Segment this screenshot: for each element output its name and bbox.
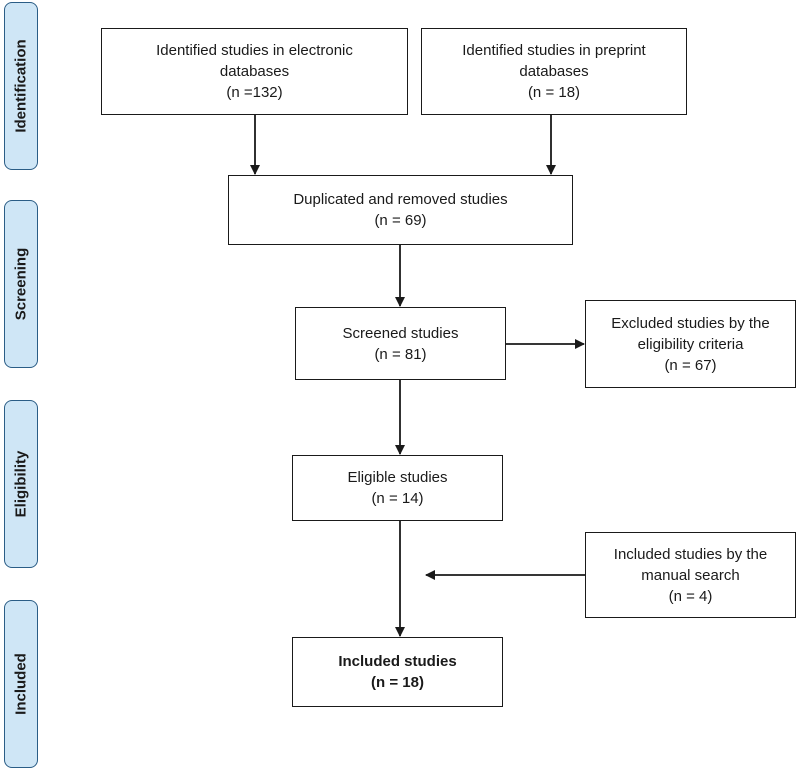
box-preprint-line2: databases <box>519 63 589 80</box>
box-duplicated-line1: Duplicated and removed studies <box>293 191 508 208</box>
box-electronic-line2: databases <box>219 63 290 80</box>
box-preprint-databases: Identified studies in preprint databases… <box>421 28 687 115</box>
stage-eligibility: Eligibility <box>4 400 38 568</box>
box-duplicated-count: (n = 69) <box>374 212 427 229</box>
box-electronic-databases: Identified studies in electronic databas… <box>101 28 408 115</box>
box-duplicated-removed: Duplicated and removed studies (n = 69) <box>228 175 573 245</box>
box-excluded-count: (n = 67) <box>664 356 717 374</box>
box-preprint-line1: Identified studies in preprint <box>462 42 646 59</box>
box-included-line1: Included studies <box>338 653 457 670</box>
box-electronic-count: (n =132) <box>226 84 283 101</box>
box-screened-count: (n = 81) <box>374 345 427 363</box>
box-electronic-line1: Identified studies in electronic <box>156 42 353 59</box>
box-manual-count: (n = 4) <box>668 587 713 605</box>
box-manual-line2: manual search <box>641 566 740 584</box>
stage-identification: Identification <box>4 2 38 170</box>
box-manual-search: Included studies by the manual search (n… <box>585 532 796 618</box>
box-eligible: Eligible studies (n = 14) <box>292 455 503 521</box>
box-screened-line1: Screened studies <box>342 324 459 342</box>
box-screened: Screened studies (n = 81) <box>295 307 506 380</box>
box-excluded-line1: Excluded studies by the <box>611 314 770 332</box>
box-included-count: (n = 18) <box>371 674 424 691</box>
box-manual-line1: Included studies by the <box>613 545 768 563</box>
stage-screening: Screening <box>4 200 38 368</box>
box-preprint-count: (n = 18) <box>527 84 581 101</box>
stage-included: Included <box>4 600 38 768</box>
box-included: Included studies (n = 18) <box>292 637 503 707</box>
box-eligible-line1: Eligible studies <box>347 469 448 486</box>
box-eligible-count: (n = 14) <box>371 490 424 507</box>
box-excluded-line2: eligibility criteria <box>637 335 744 353</box>
box-excluded: Excluded studies by the eligibility crit… <box>585 300 796 388</box>
